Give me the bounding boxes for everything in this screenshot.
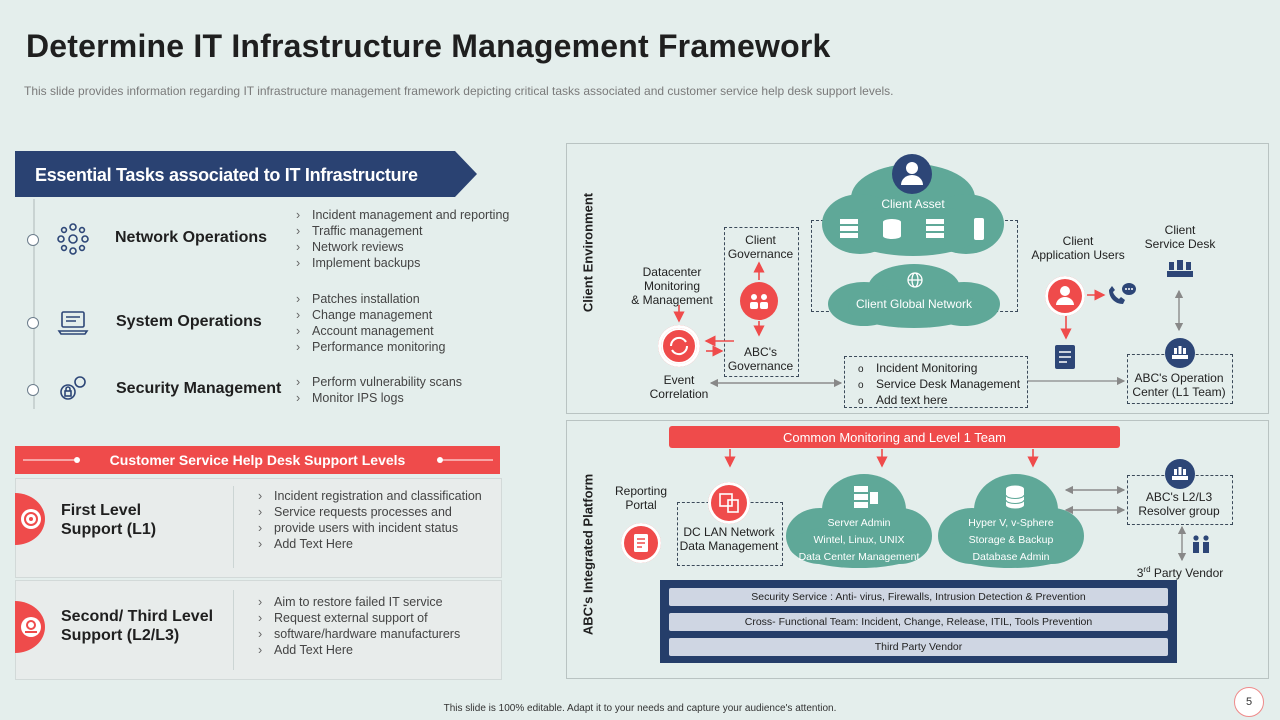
governance-icon <box>740 282 778 320</box>
common-monitoring-label: Common Monitoring and Level 1 Team <box>782 430 1007 445</box>
timeline-dot <box>27 234 39 246</box>
server-rack-icon <box>854 486 878 508</box>
governance-dashed-box <box>724 227 799 377</box>
client-asset-label: Client Asset <box>881 197 945 211</box>
server-admin-cloud <box>786 474 932 568</box>
cross-functional-row: Cross- Functional Team: Incident, Change… <box>669 613 1168 631</box>
list-item: Request external support of <box>258 610 460 626</box>
task-bullets-security: Perform vulnerability scans Monitor IPS … <box>296 374 462 406</box>
list-item: software/hardware manufacturers <box>258 626 460 642</box>
phone-chat-icon <box>1109 283 1136 304</box>
security-service-row: Security Service : Anti- virus, Firewall… <box>669 588 1168 606</box>
laptop-icon <box>57 311 89 335</box>
page-title: Determine IT Infrastructure Management F… <box>26 28 831 64</box>
document-icon <box>1055 345 1075 369</box>
gear-hand-icon <box>21 617 41 637</box>
client-global-network-label: Client Global Network <box>855 297 973 311</box>
globe-icon <box>907 272 923 288</box>
helpdesk-bar-lines <box>23 457 493 463</box>
operation-center-icon <box>1165 338 1195 368</box>
client-environment-label: Client Environment <box>580 192 596 313</box>
list-item: Change management <box>296 307 445 323</box>
level2-name: Second/ Third Level Support (L2/L3) <box>61 608 214 644</box>
vendor-people-icon <box>1193 535 1209 553</box>
level1-name: First Level Support (L1) <box>61 502 157 538</box>
app-user-icon <box>1045 276 1085 316</box>
list-item: provide users with incident status <box>258 520 482 536</box>
service-desk-icon <box>1167 260 1193 277</box>
page-subtitle: This slide provides information regardin… <box>24 84 894 98</box>
task-name-network: Network Operations <box>115 229 268 246</box>
level1-bullets: Incident registration and classification… <box>258 488 482 552</box>
list-item: Patches installation <box>296 291 445 307</box>
task-bullets-system: Patches installation Change management A… <box>296 291 445 355</box>
task-bullets-network: Incident management and reporting Traffi… <box>296 207 509 271</box>
timeline-dot <box>27 317 39 329</box>
divider <box>233 486 234 568</box>
list-item: Monitor IPS logs <box>296 390 462 406</box>
resolver-icon <box>1165 459 1195 489</box>
client-governance-label: Client Governance <box>727 233 794 261</box>
task-name-system: System Operations <box>116 313 262 330</box>
event-correlation-icon <box>658 325 700 367</box>
integrated-platform-label: ABC's Integrated Platform <box>580 473 596 636</box>
network-icon <box>57 223 89 255</box>
task-name-security: Security Management <box>116 380 282 397</box>
tasks-header: Essential Tasks associated to IT Infrast… <box>35 165 418 185</box>
third-party-vendor-label: 3rd Party Vendor <box>1136 565 1224 580</box>
list-item: Service Desk Management <box>858 377 1020 393</box>
reporting-portal-icon <box>621 523 661 563</box>
monitoring-list: Incident Monitoring Service Desk Managem… <box>858 361 1020 409</box>
list-item: Add Text Here <box>258 642 460 658</box>
footer-note: This slide is 100% editable. Adapt it to… <box>443 703 837 714</box>
server-icons <box>840 218 984 240</box>
list-item: Add Text Here <box>258 536 482 552</box>
tasks-banner <box>15 151 477 197</box>
list-item: Incident Monitoring <box>858 361 1020 377</box>
list-item: Add text here <box>858 393 1020 409</box>
list-item: Network reviews <box>296 239 509 255</box>
list-item: Performance monitoring <box>296 339 445 355</box>
abc-governance-label: ABC's Governance <box>727 345 794 373</box>
timeline-dot <box>27 384 39 396</box>
list-item: Implement backups <box>296 255 509 271</box>
client-global-network-cloud <box>828 264 1000 328</box>
database-icon <box>1005 485 1025 509</box>
list-item: Perform vulnerability scans <box>296 374 462 390</box>
list-item: Aim to restore failed IT service <box>258 594 460 610</box>
timeline-line <box>33 199 35 409</box>
page-number: 5 <box>1234 687 1264 717</box>
list-item: Incident management and reporting <box>296 207 509 223</box>
hyper-v-cloud <box>938 474 1084 568</box>
list-item: Incident registration and classification <box>258 488 482 504</box>
helpdesk-bar <box>15 446 500 474</box>
client-environment-box <box>566 143 1269 414</box>
dc-lan-icon <box>708 482 750 524</box>
list-item: Service requests processes and <box>258 504 482 520</box>
list-item: Traffic management <box>296 223 509 239</box>
gears-lock-icon <box>60 376 86 400</box>
level2-bullets: Aim to restore failed IT service Request… <box>258 594 460 658</box>
target-icon <box>21 509 41 529</box>
divider <box>233 590 234 670</box>
third-party-vendor-row: Third Party Vendor <box>669 638 1168 656</box>
list-item: Account management <box>296 323 445 339</box>
common-monitoring-bar <box>669 426 1120 448</box>
helpdesk-header: Customer Service Help Desk Support Level… <box>109 452 406 468</box>
integrated-platform-box <box>566 420 1269 679</box>
client-asset-cloud <box>822 164 1004 256</box>
user-icon <box>892 154 932 194</box>
